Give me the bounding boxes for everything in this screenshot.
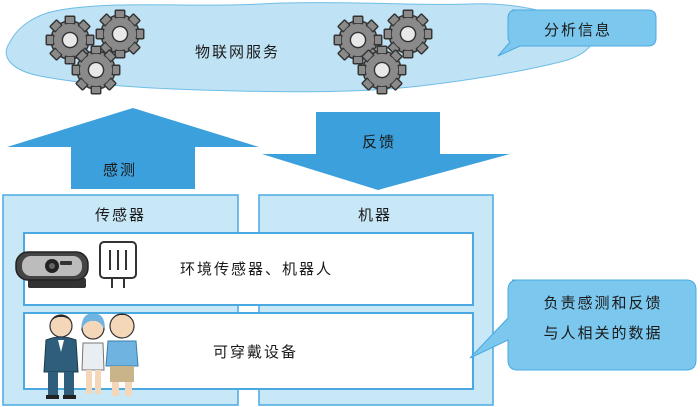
row2-label: 可穿戴设备: [213, 343, 299, 361]
gear-icon: [357, 45, 407, 95]
callout-bottom-bubble: [469, 279, 697, 371]
arrow-up-shape: [7, 108, 259, 189]
person-icon: [43, 314, 79, 399]
left-column-title: 传感器: [95, 206, 147, 224]
callout-top-text: 分析信息: [544, 21, 613, 39]
camera-icon: [15, 251, 89, 288]
callout-top-bubble: [497, 9, 657, 57]
callout-bottom-line1: 负责感测和反馈: [543, 294, 663, 312]
plug-icon: [99, 241, 137, 288]
cloud-label: 物联网服务: [195, 43, 281, 61]
arrow-down-shape: [262, 112, 510, 190]
person-icon: [81, 313, 105, 394]
callout-bottom-line2: 与人相关的数据: [543, 324, 663, 342]
arrow-up-label: 感测: [103, 161, 138, 179]
arrow-down-label: 反馈: [362, 133, 397, 151]
row1-label: 环境传感器、机器人: [180, 260, 334, 278]
person-icon: [105, 313, 139, 396]
gear-icon: [95, 9, 145, 59]
callout-bottom-text: 负责感测和反馈 与人相关的数据: [510, 288, 696, 348]
cloud-shape: [5, 2, 594, 93]
row1-panel: [23, 232, 474, 306]
gear-icon: [383, 9, 433, 59]
right-column-title: 机器: [358, 206, 393, 224]
gear-icon: [71, 45, 121, 95]
